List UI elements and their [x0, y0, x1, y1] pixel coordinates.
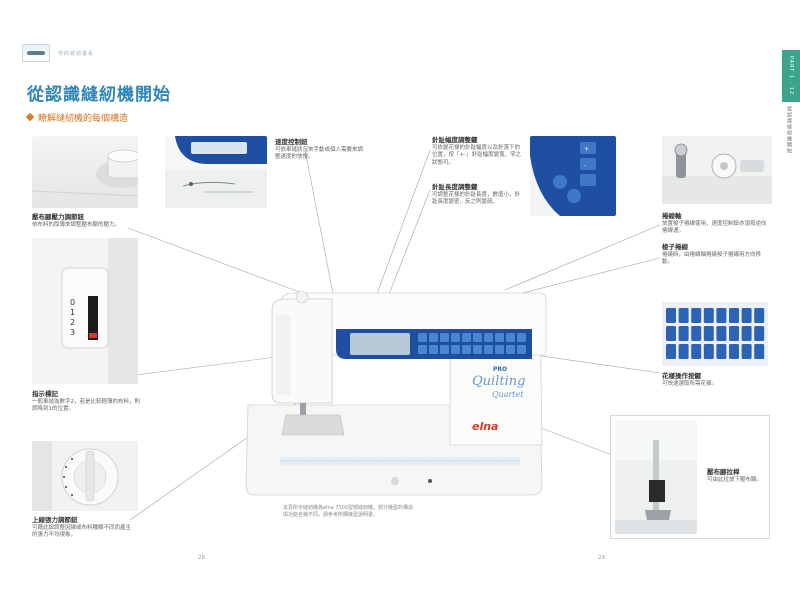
label-lever-desc: 可由此拉放下壓布腳。: [707, 477, 763, 483]
panel-key: [440, 345, 449, 354]
photo-indicator: 0 1 2 3: [32, 238, 138, 384]
panel-key: [484, 345, 493, 354]
sewing-book-logo-icon: [22, 44, 50, 62]
pattern-key: [691, 326, 702, 341]
panel-key: [506, 345, 515, 354]
page-title: 從認識縫紉機開始: [27, 85, 171, 105]
label-length-desc: 可調整花樣的針趾長度，數值小，針趾長度變密，反之則變疏。: [432, 192, 521, 206]
pattern-key: [754, 308, 765, 323]
photo-pattern-keys: [662, 302, 768, 366]
figure-caption: 本頁所示縫紉機為elna 7100型號縫紉機，部分機型的構造與功能名稱不同，請參…: [283, 505, 414, 519]
label-indicator-title: 指示標記: [32, 390, 58, 398]
panel-key: [429, 333, 438, 342]
pattern-key: [703, 308, 714, 323]
panel-key: [418, 345, 427, 354]
label-bobbin-desc: 放置梭子捲線使用，速度控制鈕亦須按逆向捲線速。: [662, 221, 767, 235]
pattern-key: [678, 308, 689, 323]
label-width-title: 針趾幅度調整鍵: [432, 136, 478, 144]
pattern-key: [741, 344, 752, 359]
photo-presser-knob: [32, 136, 138, 208]
panel-key: [517, 333, 526, 342]
photo-stitch-keys: + -: [530, 136, 616, 216]
series-tag: 你的縫紉書系: [58, 51, 95, 57]
pattern-key: [729, 326, 739, 341]
panel-key: [495, 345, 504, 354]
leader-indicator: [111, 353, 301, 379]
panel-keys: [418, 333, 526, 354]
panel-key: [506, 333, 515, 342]
panel-key: [429, 345, 438, 354]
label-presser-title: 壓布腳壓力調節鈕: [32, 213, 84, 221]
label-bobbin-title: 捲線軸: [662, 212, 682, 220]
svg-text:+: +: [584, 146, 589, 153]
pattern-key: [754, 344, 765, 359]
label-presser-desc: 依布料的厚薄來調整壓布腳的壓力。: [32, 222, 121, 228]
page-number-right: 29: [598, 555, 605, 561]
presser-lever-box: 壓布腳拉桿 可由此拉放下壓布腳。: [610, 415, 770, 539]
pattern-keys-grid: [662, 302, 768, 366]
pattern-key: [678, 326, 689, 341]
panel-key: [418, 333, 427, 342]
section-subtitle: 瞭解縫紉機的每個構造: [25, 111, 128, 124]
label-tension-title: 上線張力調節鈕: [32, 516, 78, 524]
pattern-key: [666, 308, 676, 323]
machine-script-2: Quartet: [492, 390, 524, 399]
label-spool-title: 梭子捲線: [662, 243, 688, 251]
panel-key: [484, 333, 493, 342]
pattern-key: [703, 344, 714, 359]
label-indicator-desc: 一般車縫為數字2，若是比較輕薄的布料，則調降到1的位置。: [32, 399, 141, 413]
pattern-key: [729, 344, 739, 359]
svg-text:-: -: [584, 162, 586, 169]
pattern-key: [729, 308, 739, 323]
pattern-key: [666, 344, 676, 359]
pattern-key: [754, 326, 765, 341]
panel-key: [451, 333, 460, 342]
panel-key: [440, 333, 449, 342]
label-lever-title: 壓布腳拉桿: [707, 468, 740, 476]
label-width-desc: 可依變花樣的針趾幅度以及針落下的位置，按「+-」針趾幅度變寬、窄之狀態可。: [432, 145, 522, 166]
pattern-key: [716, 326, 727, 341]
label-pattern-desc: 可快速選取所需花樣。: [662, 381, 718, 387]
pattern-key: [691, 344, 702, 359]
chapter-tab: PART 1 · 12: [782, 50, 800, 102]
panel-key: [451, 345, 460, 354]
panel-key: [462, 333, 471, 342]
sewing-machine-illustration: [245, 290, 547, 496]
label-pattern-title: 花樣操作按鍵: [662, 372, 701, 380]
panel-key: [517, 345, 526, 354]
photo-bobbin-winder: [662, 136, 772, 204]
pattern-key: [716, 308, 727, 323]
pattern-key: [716, 344, 727, 359]
photo-tension-dial: [32, 441, 138, 511]
machine-brand: elna: [472, 420, 499, 433]
panel-key: [495, 333, 504, 342]
panel-key: [473, 333, 482, 342]
leader-presser: [127, 227, 311, 297]
label-spool-desc: 捲繞時，由捲線軸捲繞梭子捲線用方向移動。: [662, 252, 762, 266]
pattern-key: [678, 344, 689, 359]
label-speed-title: 速度控制鈕: [275, 138, 308, 146]
label-tension-desc: 可藉此鈕調整因線或布料種類不同而產生的張力不均現象。: [32, 525, 132, 539]
pattern-key: [666, 326, 676, 341]
pattern-key: [691, 308, 702, 323]
panel-key: [462, 345, 471, 354]
photo-speed-control: [165, 136, 267, 208]
label-length-title: 針趾長度調整鍵: [432, 183, 478, 191]
machine-model: PRO: [493, 366, 508, 373]
leader-bobbin: [504, 224, 661, 291]
page-number-left: 28: [198, 555, 205, 561]
pattern-key: [741, 326, 752, 341]
indicator-numbers: 0 1 2 3: [70, 298, 76, 337]
panel-key: [473, 345, 482, 354]
label-speed-desc: 可依車縫狀況來手動或個人需要來調整速度的快慢。: [275, 147, 364, 161]
chapter-vertical-text: 從認識縫紉機開始: [786, 106, 792, 154]
photo-presser-lever: [615, 420, 697, 534]
pattern-key: [703, 326, 714, 341]
pattern-key: [741, 308, 752, 323]
machine-script-1: Quilting: [472, 374, 526, 389]
